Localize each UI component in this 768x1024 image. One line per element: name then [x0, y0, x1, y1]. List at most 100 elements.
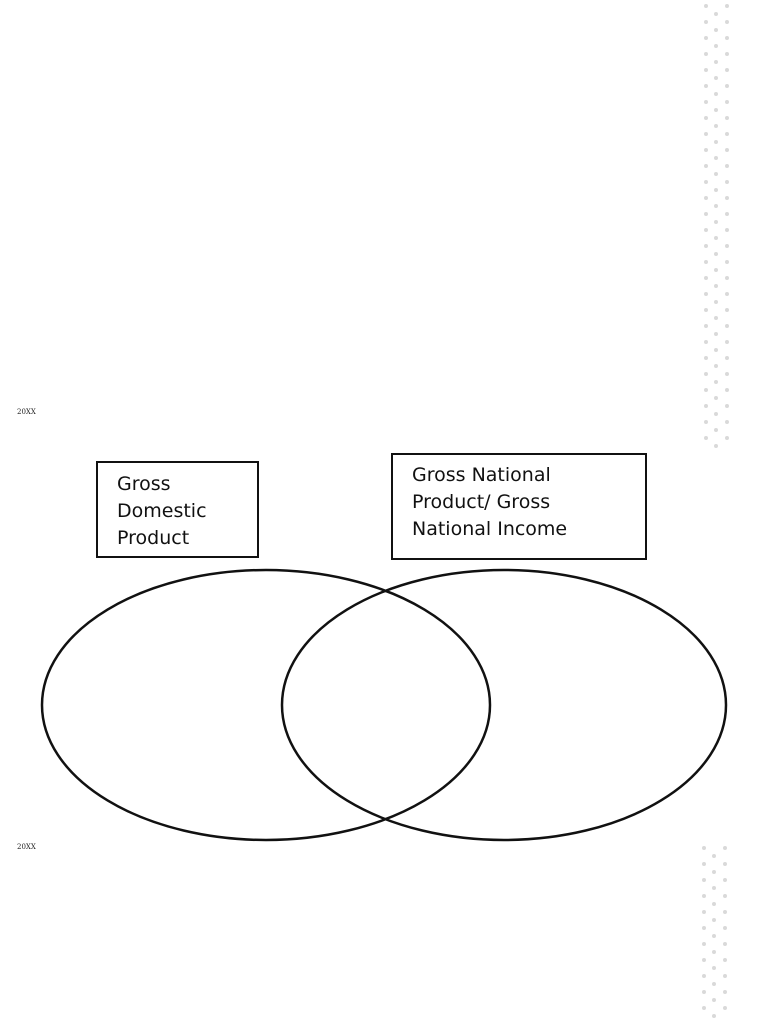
decor-dot [725, 36, 729, 40]
decor-dot [704, 356, 708, 360]
decor-dot [714, 220, 718, 224]
decor-dot [725, 148, 729, 152]
decor-dot [712, 934, 716, 938]
decor-dot [725, 260, 729, 264]
decor-dot [704, 340, 708, 344]
decor-dot [725, 276, 729, 280]
decor-dot [725, 372, 729, 376]
decor-dot [704, 180, 708, 184]
decor-dot [704, 244, 708, 248]
footer-year-top: 20XX [17, 408, 36, 416]
decor-dot [723, 862, 727, 866]
decor-dot [725, 132, 729, 136]
decor-dot [704, 4, 708, 8]
venn-circle-right [280, 568, 728, 842]
decor-dot [714, 92, 718, 96]
decor-dot [702, 926, 706, 930]
decor-dot [723, 1006, 727, 1010]
decor-dot [714, 204, 718, 208]
decor-dot [704, 228, 708, 232]
decor-dot [725, 212, 729, 216]
gnp-label-box: Gross National Product/ Gross National I… [391, 453, 647, 560]
decor-dot [704, 116, 708, 120]
decor-dot [702, 958, 706, 962]
decor-dot [712, 1014, 716, 1018]
decor-dot [702, 862, 706, 866]
decor-dot [714, 236, 718, 240]
gdp-label-line-1: Gross [117, 473, 171, 495]
decor-dot [704, 436, 708, 440]
gdp-label-line-2: Domestic [117, 500, 207, 522]
decor-dot [725, 356, 729, 360]
decor-dot [712, 982, 716, 986]
decor-dot [704, 164, 708, 168]
footer-year-bottom: 20XX [17, 843, 36, 851]
decor-dot [725, 20, 729, 24]
decor-dot [725, 164, 729, 168]
decor-dot [704, 212, 708, 216]
decor-dot [704, 420, 708, 424]
gnp-label-line-3: National Income [412, 518, 568, 540]
decor-dot [723, 958, 727, 962]
gdp-label-line-3: Product [117, 527, 190, 549]
decor-dot [704, 100, 708, 104]
decor-dot [714, 444, 718, 448]
decor-dot [714, 28, 718, 32]
decor-dot [725, 404, 729, 408]
decor-dot [714, 348, 718, 352]
dot-pattern-top-right [704, 4, 729, 448]
decor-dot [725, 4, 729, 8]
decor-dot [704, 132, 708, 136]
decor-dot [704, 404, 708, 408]
decor-dot [712, 966, 716, 970]
decor-dot [712, 870, 716, 874]
decor-dot [714, 12, 718, 16]
decor-dot [723, 878, 727, 882]
decor-dot [704, 68, 708, 72]
decor-dot [704, 148, 708, 152]
decor-dot [714, 60, 718, 64]
decor-dot [702, 974, 706, 978]
decor-dot [714, 300, 718, 304]
decor-dot [714, 268, 718, 272]
decor-dot [725, 180, 729, 184]
decor-dot [702, 846, 706, 850]
decor-dot [714, 380, 718, 384]
decor-dot [714, 252, 718, 256]
decor-dot [702, 1006, 706, 1010]
venn-circle-left [40, 568, 492, 842]
decor-dot [704, 260, 708, 264]
decor-dot [714, 76, 718, 80]
decor-dot [704, 196, 708, 200]
decor-dot [702, 942, 706, 946]
decor-dot [714, 188, 718, 192]
decor-dot [714, 364, 718, 368]
decor-dot [704, 36, 708, 40]
decor-dot [714, 412, 718, 416]
decor-dot [723, 942, 727, 946]
decor-dot [725, 436, 729, 440]
decor-dot [714, 44, 718, 48]
decor-dot [712, 998, 716, 1002]
decor-dot [702, 894, 706, 898]
decor-dot [723, 846, 727, 850]
gnp-label-line-2: Product/ Gross [412, 491, 551, 513]
decor-dot [725, 388, 729, 392]
decor-dot [702, 990, 706, 994]
decor-dot [723, 894, 727, 898]
decor-dot [714, 140, 718, 144]
decor-dot [723, 974, 727, 978]
gdp-label-box: Gross Domestic Product [96, 461, 259, 558]
decor-dot [704, 292, 708, 296]
decor-dot [714, 332, 718, 336]
dot-pattern-bottom-right [702, 846, 727, 1018]
decor-dot [723, 990, 727, 994]
decor-dot [704, 84, 708, 88]
decor-dot [725, 340, 729, 344]
decor-dot [712, 902, 716, 906]
decor-dot [725, 308, 729, 312]
decor-dot [714, 156, 718, 160]
decor-dot [725, 52, 729, 56]
decor-dot [704, 276, 708, 280]
decor-dot [725, 324, 729, 328]
